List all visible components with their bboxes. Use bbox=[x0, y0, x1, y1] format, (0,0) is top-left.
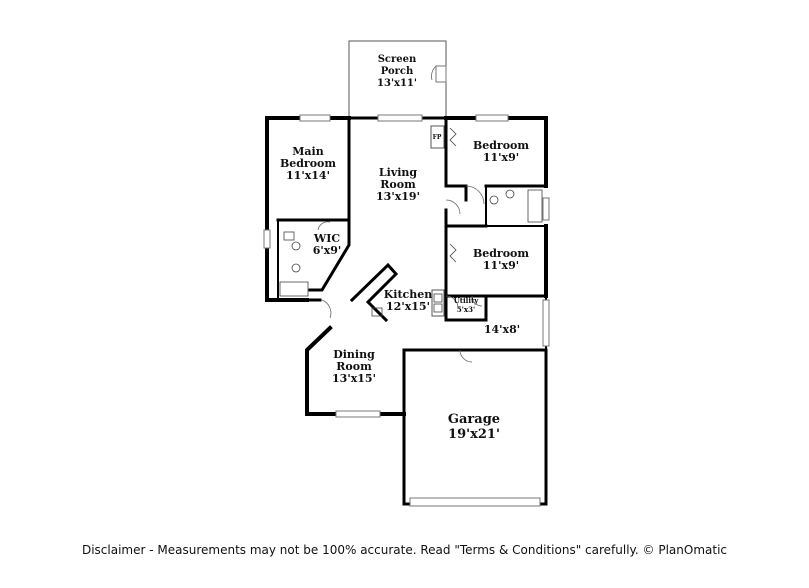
screen-porch-line1: Screen bbox=[378, 54, 417, 65]
screen-porch-line2: Porch bbox=[381, 66, 414, 77]
room-kitchen: Kitchen 12'x15' bbox=[384, 288, 433, 313]
fireplace-label: FP bbox=[433, 134, 442, 141]
room-wic: WIC 6'x9' bbox=[313, 232, 342, 257]
room-main-bedroom: Main Bedroom 11'x14' bbox=[280, 145, 336, 182]
room-living-room: Living Room 13'x19' bbox=[376, 166, 420, 203]
room-garage: Garage 19'x21' bbox=[448, 412, 500, 442]
dining-room-size: 13'x15' bbox=[332, 372, 376, 385]
interior-walls bbox=[276, 116, 548, 416]
screen-porch-size: 13'x11' bbox=[377, 78, 417, 89]
kitchen-name: Kitchen bbox=[384, 288, 433, 301]
utility-size: 5'x3' bbox=[457, 305, 475, 314]
kitchen-size: 12'x15' bbox=[386, 300, 430, 313]
fireplace: FP bbox=[433, 134, 442, 141]
living-room-line2: Room bbox=[380, 178, 416, 191]
screen-porch-area bbox=[348, 40, 447, 118]
bedroom-2-size: 11'x9' bbox=[483, 259, 519, 272]
main-bedroom-line2: Bedroom bbox=[280, 157, 336, 170]
door-swings bbox=[317, 185, 485, 363]
fixtures bbox=[279, 127, 543, 317]
dining-room-line2: Room bbox=[336, 360, 372, 373]
bedroom-1-size: 11'x9' bbox=[483, 151, 519, 164]
room-bedroom-1: Bedroom 11'x9' bbox=[473, 139, 529, 164]
bedroom-2-name: Bedroom bbox=[473, 247, 529, 260]
bedroom-1-name: Bedroom bbox=[473, 139, 529, 152]
room-bedroom-2: Bedroom 11'x9' bbox=[473, 247, 529, 272]
living-room-line1: Living bbox=[379, 166, 417, 179]
utility-name: Utility bbox=[454, 296, 480, 305]
disclaimer-text: Disclaimer - Measurements may not be 100… bbox=[81, 543, 728, 557]
room-dining-room: Dining Room 13'x15' bbox=[332, 348, 376, 385]
main-bedroom-line1: Main bbox=[292, 145, 323, 158]
wic-size: 6'x9' bbox=[313, 244, 342, 257]
garage-size: 19'x21' bbox=[448, 427, 500, 442]
wic-name: WIC bbox=[313, 232, 340, 245]
dining-room-line1: Dining bbox=[333, 348, 375, 361]
room-screen-porch: Screen Porch 13'x11' bbox=[377, 54, 417, 89]
side-room-size: 14'x8' bbox=[484, 323, 520, 336]
room-utility: Utility 5'x3' bbox=[454, 296, 480, 314]
main-bedroom-size: 11'x14' bbox=[286, 169, 330, 182]
windows bbox=[263, 114, 550, 507]
living-room-size: 13'x19' bbox=[376, 190, 420, 203]
room-side-room: 14'x8' bbox=[484, 323, 520, 336]
garage-name: Garage bbox=[448, 412, 500, 427]
